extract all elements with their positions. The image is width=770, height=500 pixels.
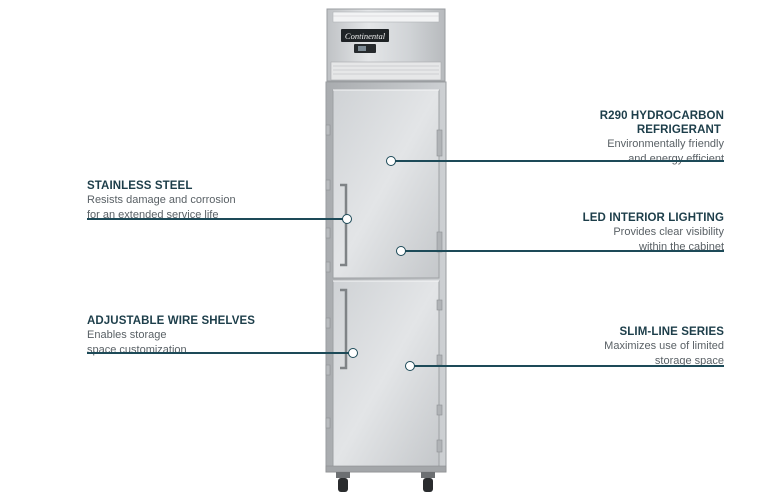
callout-description: for an extended service life: [87, 209, 219, 221]
callout-title-line2: REFRIGERANT: [636, 124, 721, 136]
leader-line: [87, 218, 343, 220]
cabinet-base: [325, 465, 447, 473]
pointer-dot: [386, 156, 396, 166]
pointer-dot: [342, 214, 352, 224]
compressor-housing: [326, 8, 446, 82]
callout-description: and energy efficient: [628, 153, 724, 165]
brand-logo: Continental: [341, 29, 389, 53]
lower-door-handle: [340, 288, 348, 370]
callout-title: SLIM-LINE SERIES: [619, 326, 724, 338]
door-hinges: [436, 129, 443, 453]
callout-title: R290 HYDROCARBON: [599, 110, 724, 122]
casters: [336, 472, 435, 492]
callout-description: within the cabinet: [639, 241, 724, 253]
callout-stainless-steel: STAINLESS STEEL Resists damage and corro…: [87, 179, 236, 223]
callout-slim-line-series: SLIM-LINE SERIES Maximizes use of limite…: [604, 325, 724, 369]
pointer-dot: [348, 348, 358, 358]
callout-description: Provides clear visibility: [613, 226, 724, 238]
callout-description: Maximizes use of limited: [604, 340, 724, 352]
leader-line: [390, 160, 724, 162]
callout-title: LED INTERIOR LIGHTING: [582, 212, 724, 224]
leader-line: [410, 365, 724, 367]
brand-logo-text: Continental: [345, 31, 386, 41]
pointer-dot: [405, 361, 415, 371]
callout-title: STAINLESS STEEL: [87, 180, 193, 192]
leader-line: [400, 250, 724, 252]
callout-description: Resists damage and corrosion: [87, 194, 236, 206]
callout-led-interior-lighting: LED INTERIOR LIGHTING Provides clear vis…: [583, 211, 724, 255]
pointer-dot: [396, 246, 406, 256]
callout-description: Enables storage: [87, 329, 167, 341]
callout-title: ADJUSTABLE WIRE SHELVES: [87, 315, 255, 327]
callout-description: storage space: [654, 355, 724, 367]
lower-door: [332, 280, 440, 468]
upper-door-handle: [340, 183, 348, 267]
callout-description: Environmentally friendly: [607, 138, 724, 150]
leader-line: [87, 352, 349, 354]
callout-r290-refrigerant: R290 HYDROCARBON REFRIGERANT Environment…: [600, 109, 724, 167]
callout-description: space customization: [87, 344, 187, 356]
upper-door: [332, 89, 440, 279]
